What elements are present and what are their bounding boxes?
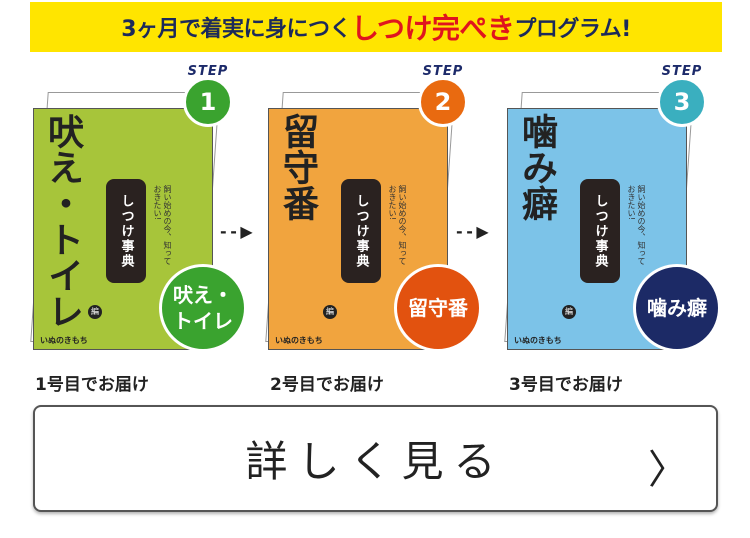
step-label: STEP [661, 64, 703, 79]
delivery-caption: 2号目でお届け [270, 375, 384, 395]
details-button-label: 詳しく見る [245, 437, 506, 486]
cover-subtitle: 飼い始めの今、知っておきたい! [153, 185, 172, 265]
topic-tag-label: 噛み癖 [647, 296, 707, 320]
booklet-step-1: 吠え・トイレ しつけ事典 飼い始めの今、知っておきたい! 編 いぬのきもち [30, 92, 220, 350]
headline-banner: 3ヶ月で着実に身につくしつけ完ぺきプログラム! [30, 2, 722, 52]
cover-title: 留守番 [277, 113, 318, 221]
headline-prefix: 3ヶ月で着実に身につく [121, 17, 352, 42]
cover-subtitle: 飼い始めの今、知っておきたい! [388, 185, 407, 265]
chevron-right-icon: 〉 [648, 447, 688, 493]
cover-hen: 編 [323, 305, 337, 319]
topic-tag: 噛み癖 [633, 264, 721, 352]
headline-suffix: プログラム! [514, 17, 631, 42]
step-number: 2 [418, 77, 468, 127]
brand-logo: いぬのきもち [514, 336, 562, 345]
brand-logo: いぬのきもち [275, 336, 323, 345]
topic-tag-label: 吠え・トイレ [173, 283, 233, 333]
delivery-caption: 3号目でお届け [509, 375, 623, 395]
booklet-cover: 吠え・トイレ しつけ事典 飼い始めの今、知っておきたい! 編 いぬのきもち [33, 108, 213, 350]
brand-logo: いぬのきもち [40, 336, 88, 345]
step-number: 1 [183, 77, 233, 127]
step-label: STEP [187, 64, 229, 79]
topic-tag: 留守番 [394, 264, 482, 352]
cover-badge: しつけ事典 [106, 179, 146, 283]
step-marker: STEP 3 [657, 64, 707, 127]
cover-hen: 編 [88, 305, 102, 319]
topic-tag-label: 留守番 [408, 296, 468, 320]
cover-hen: 編 [562, 305, 576, 319]
step-label: STEP [422, 64, 464, 79]
cover-title: 噛み癖 [516, 113, 557, 221]
step-marker: STEP 1 [183, 64, 233, 127]
topic-tag: 吠え・トイレ [159, 264, 247, 352]
cover-badge: しつけ事典 [580, 179, 620, 283]
cover-title: 吠え・トイレ [42, 113, 83, 329]
cover-badge: しつけ事典 [341, 179, 381, 283]
delivery-caption: 1号目でお届け [35, 375, 149, 395]
step-marker: STEP 2 [418, 64, 468, 127]
cover-subtitle: 飼い始めの今、知っておきたい! [627, 185, 646, 265]
details-button[interactable]: 詳しく見る 〉 [33, 405, 718, 512]
headline-highlight: しつけ完ぺき [351, 12, 515, 45]
step-number: 3 [657, 77, 707, 127]
arrow-icon: - - ▶ [456, 222, 489, 241]
arrow-icon: - - ▶ [220, 222, 253, 241]
